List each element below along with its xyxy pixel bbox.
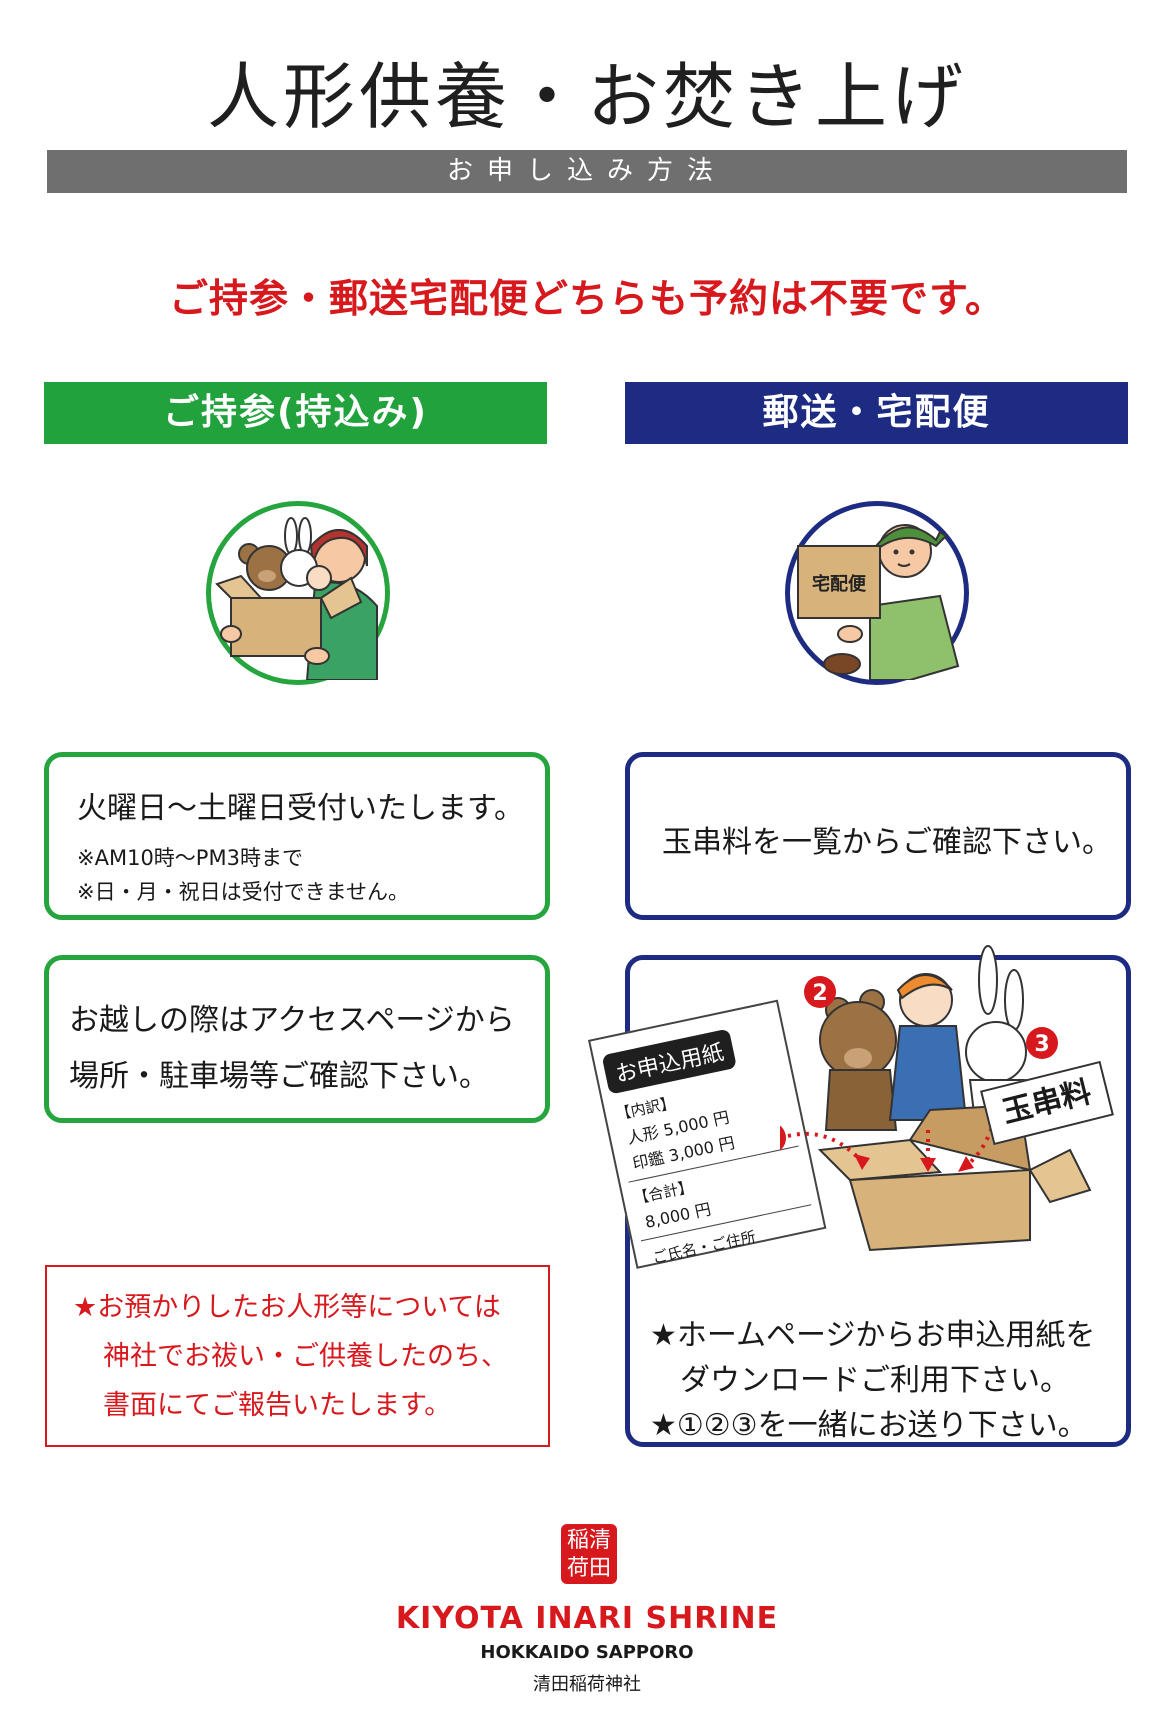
fee-text[interactable]: 玉串料を一覧からご確認下さい。 [662, 825, 1112, 860]
hours-main: 火曜日〜土曜日受付いたします。 [77, 791, 524, 826]
report-line-3: 書面にてご報告いたします。 [103, 1390, 452, 1421]
access-line-2: 場所・駐車場等ご確認下さい。 [69, 1059, 489, 1094]
access-line-1: お越しの際はアクセスページから [69, 1003, 515, 1038]
hours-note-closed: ※日・月・祝日は受付できません。 [77, 880, 409, 904]
hours-box: 火曜日〜土曜日受付いたします。 ※AM10時〜PM3時まで ※日・月・祝日は受付… [44, 752, 550, 920]
delivery-illustration: 宅配便 [785, 501, 969, 685]
access-box: お越しの際はアクセスページから 場所・駐車場等ご確認下さい。 [44, 955, 550, 1123]
badge-2: 2 [812, 981, 827, 1006]
instruction-line-3: ★①②③を一緒にお送り下さい。 [650, 1408, 1088, 1443]
instruction-line-2[interactable]: ダウンロードご利用下さい。 [680, 1363, 1070, 1398]
shrine-seal-logo: 稲清 荷田 [561, 1524, 617, 1584]
hours-note-time: ※AM10時〜PM3時まで [77, 846, 303, 870]
seal-text: 稲清 荷田 [566, 1528, 611, 1581]
mailing-instructions-box: お申込用紙 【内訳】 人形 5,000 円 印鑑 3,000 円 【合計】 8,… [588, 945, 1131, 1447]
fee-box: 玉串料を一覧からご確認下さい。 [625, 752, 1131, 920]
report-notice-box: ★お預かりしたお人形等については 神社でお祓い・ご供養したのち、 書面にてご報告… [45, 1265, 550, 1447]
box-label: 宅配便 [812, 573, 867, 595]
instruction-line-1: ★ホームページからお申込用紙を [650, 1318, 1096, 1353]
shrine-location: HOKKAIDO SAPPORO [480, 1642, 694, 1663]
delivery-heading: 郵送・宅配便 [625, 382, 1128, 444]
page-title: 人形供養・お焚き上げ [206, 55, 967, 139]
reservation-notice: ご持参・郵送宅配便どちらも予約は不要です。 [168, 277, 1006, 322]
report-line-1: ★お預かりしたお人形等については [73, 1292, 501, 1323]
report-line-2: 神社でお祓い・ご供養したのち、 [103, 1341, 508, 1372]
shrine-name-en: KIYOTA INARI SHRINE [395, 1601, 779, 1636]
subtitle-bar: お申し込み方法 [47, 150, 1127, 193]
bring-in-illustration [206, 501, 390, 685]
bring-in-heading: ご持参(持込み) [44, 382, 547, 444]
badge-3: 3 [1034, 1032, 1049, 1057]
shrine-name-ja: 清田稲荷神社 [533, 1674, 641, 1695]
